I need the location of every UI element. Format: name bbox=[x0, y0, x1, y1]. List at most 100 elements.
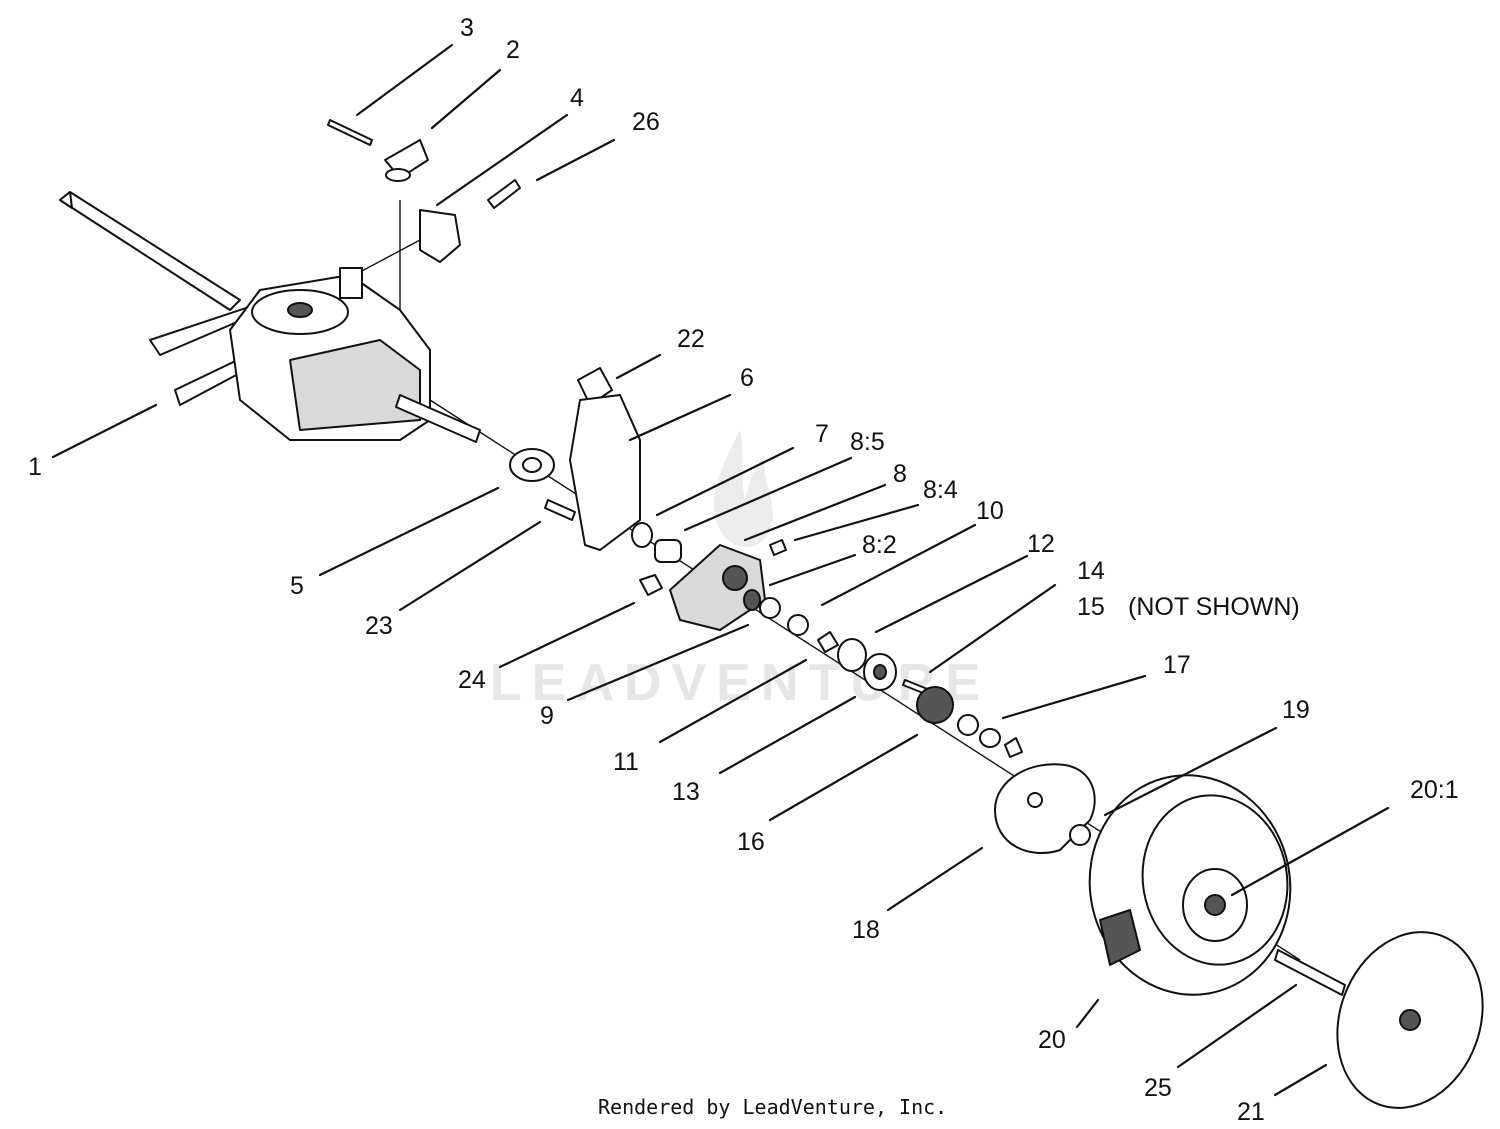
leader-18 bbox=[886, 846, 984, 912]
leader-25 bbox=[1176, 983, 1298, 1069]
output-shaft bbox=[395, 394, 481, 443]
label-8-5: 8:5 bbox=[850, 428, 885, 456]
washer-10 bbox=[787, 614, 809, 636]
hub-cap-21 bbox=[1336, 931, 1484, 1109]
label-20-1: 20:1 bbox=[1410, 776, 1459, 804]
leader-1 bbox=[51, 403, 158, 459]
label-25: 25 bbox=[1144, 1074, 1172, 1102]
clip-22 bbox=[577, 367, 613, 406]
bearing-13-core bbox=[873, 664, 887, 680]
pulley-hub bbox=[287, 302, 313, 318]
screw-8-4 bbox=[769, 539, 787, 556]
watermark-text: LEADVENTURE bbox=[490, 654, 990, 712]
leader-2 bbox=[430, 68, 502, 130]
spacer-17b bbox=[979, 728, 1001, 748]
ring-12 bbox=[837, 638, 867, 672]
housing-side bbox=[289, 339, 421, 431]
gear-16 bbox=[916, 686, 954, 724]
plate-6 bbox=[569, 394, 641, 551]
label-4: 4 bbox=[570, 84, 584, 112]
bolt-25 bbox=[1274, 949, 1346, 996]
gear-cover-18 bbox=[994, 763, 1096, 855]
label-20: 20 bbox=[1038, 1026, 1066, 1054]
leader-23 bbox=[398, 520, 542, 612]
housing-boss bbox=[339, 267, 363, 299]
leader-4 bbox=[435, 113, 569, 207]
label-9: 9 bbox=[540, 702, 554, 730]
ring-7 bbox=[631, 522, 653, 548]
label-22: 22 bbox=[677, 325, 705, 353]
leader-20 bbox=[1075, 998, 1100, 1029]
label-18: 18 bbox=[852, 916, 880, 944]
label-24: 24 bbox=[458, 666, 486, 694]
drive-shaft bbox=[59, 191, 241, 311]
label-26: 26 bbox=[632, 108, 660, 136]
bolt-26 bbox=[487, 179, 521, 209]
leader-6 bbox=[628, 393, 732, 442]
label-8-2: 8:2 bbox=[862, 531, 897, 559]
label-8-4: 8:4 bbox=[923, 476, 958, 504]
washer-17a bbox=[957, 714, 979, 736]
leader-22 bbox=[615, 353, 662, 380]
label-14: 14 bbox=[1077, 557, 1105, 585]
leader-lines bbox=[51, 43, 1390, 1097]
leader-5 bbox=[318, 486, 500, 577]
credit-text: Rendered by LeadVenture, Inc. bbox=[598, 1095, 947, 1119]
label-5: 5 bbox=[290, 572, 304, 600]
label-12: 12 bbox=[1027, 530, 1055, 558]
leader-20-1 bbox=[1230, 806, 1390, 897]
leader-12 bbox=[874, 554, 1029, 634]
leader-11 bbox=[658, 658, 808, 744]
label-1: 1 bbox=[28, 453, 42, 481]
label-not-shown: (NOT SHOWN) bbox=[1128, 593, 1300, 621]
label-11: 11 bbox=[613, 748, 639, 776]
bolt-23 bbox=[544, 499, 576, 521]
bracket-4 bbox=[419, 209, 461, 263]
leader-3 bbox=[355, 43, 454, 117]
leader-8-5 bbox=[683, 456, 853, 532]
callout-labels: 3 2 4 26 1 22 6 7 8:5 8 8:4 10 8:2 12 14… bbox=[28, 14, 1459, 1126]
leader-8-4 bbox=[793, 503, 920, 542]
label-6: 6 bbox=[740, 364, 754, 392]
leader-8 bbox=[743, 483, 887, 542]
label-17: 17 bbox=[1163, 651, 1191, 679]
leader-24 bbox=[498, 601, 636, 669]
label-16: 16 bbox=[737, 828, 765, 856]
label-21: 21 bbox=[1237, 1098, 1265, 1126]
clip-11 bbox=[817, 631, 839, 653]
label-23: 23 bbox=[365, 612, 393, 640]
bushing-5-hole bbox=[522, 457, 542, 473]
leader-16 bbox=[768, 733, 919, 822]
leader-13 bbox=[718, 695, 857, 775]
knob-2 bbox=[384, 139, 429, 182]
leader-10 bbox=[820, 523, 977, 607]
bearing-bracket-8 bbox=[669, 544, 766, 631]
leader-21 bbox=[1273, 1063, 1328, 1097]
leader-26 bbox=[535, 138, 616, 182]
watermark-flame-icon bbox=[713, 430, 773, 547]
gear-cover-18-hole bbox=[1027, 792, 1043, 808]
label-2: 2 bbox=[506, 36, 520, 64]
leader-7 bbox=[655, 446, 795, 517]
leader-8-2 bbox=[768, 553, 857, 587]
wheel-20 bbox=[1088, 774, 1292, 996]
leader-9 bbox=[566, 623, 750, 702]
pin-3 bbox=[327, 119, 373, 146]
leader-14 bbox=[928, 583, 1057, 674]
label-8: 8 bbox=[893, 460, 907, 488]
clip-17c bbox=[1004, 737, 1023, 758]
sleeve-8-5 bbox=[654, 539, 682, 563]
label-13: 13 bbox=[672, 778, 700, 806]
wheel-hub-20-1 bbox=[1204, 894, 1226, 916]
watermark: LEADVENTURE bbox=[490, 430, 990, 712]
leader-19 bbox=[1103, 726, 1278, 817]
label-3: 3 bbox=[460, 14, 474, 42]
nut-24 bbox=[639, 574, 663, 596]
label-10: 10 bbox=[976, 497, 1004, 525]
transmission-assembly bbox=[59, 191, 481, 443]
bearing-8 bbox=[722, 565, 748, 591]
label-7: 7 bbox=[815, 420, 829, 448]
bearing-8-2 bbox=[743, 589, 761, 611]
leader-17 bbox=[1001, 674, 1147, 720]
